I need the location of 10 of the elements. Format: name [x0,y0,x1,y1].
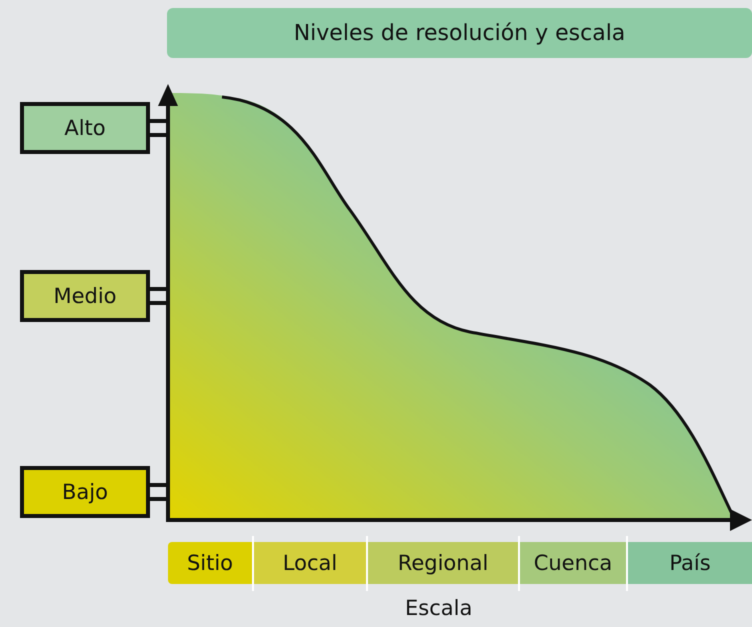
scale-segment: Sitio [168,542,252,584]
level-box: Medio [20,270,150,322]
level-box: Bajo [20,466,150,518]
title-banner: Niveles de resolución y escala [167,8,752,58]
scale-segment: Regional [368,542,518,584]
axis-title: Escala [405,596,472,620]
scale-segment: Local [254,542,366,584]
scale-segment: Cuenca [520,542,626,584]
level-box: Alto [20,102,150,154]
scale-segment: País [628,542,752,584]
